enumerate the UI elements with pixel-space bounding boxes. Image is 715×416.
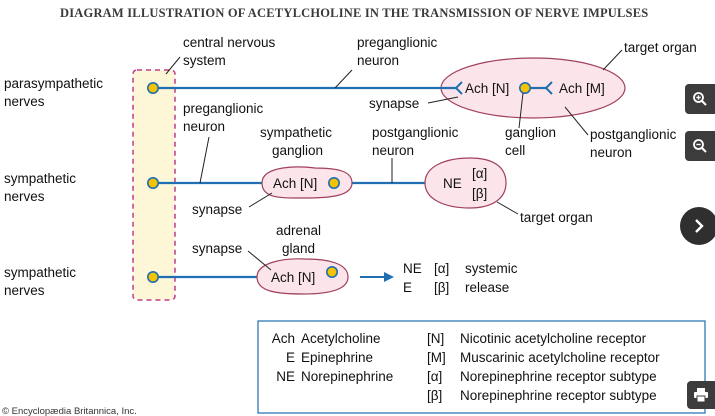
leader-pregang-mid (199, 136, 210, 184)
label-pregang-mid: preganglionic (183, 101, 264, 116)
diagram-title: DIAGRAM ILLUSTRATION OF ACETYLCHOLINE IN… (60, 6, 648, 20)
box-ne-target: NE (443, 176, 462, 191)
legend-term: Acetylcholine (301, 331, 381, 346)
legend-symbol: [M] (427, 350, 446, 365)
label-cns-2: system (183, 53, 226, 68)
next-button[interactable] (680, 207, 715, 245)
label-pregang-top-2: neuron (357, 53, 399, 68)
release-systemic: systemic (465, 261, 518, 276)
leader-synapse-bottom (247, 250, 272, 271)
copyright: © Encyclopædia Britannica, Inc. (2, 406, 137, 416)
leader-target-top (602, 49, 623, 71)
release-arrow (360, 272, 394, 282)
cns-node-symp1 (147, 177, 160, 190)
zoom-in-icon (693, 92, 707, 106)
label-postgang-right: postganglionic (590, 127, 677, 142)
legend: Ach Acetylcholine [N] Nicotinic acetylcholi… (272, 331, 660, 403)
label-synapse-top: synapse (369, 96, 419, 111)
leader-cns (165, 56, 181, 75)
label-sympathetic-2: sympathetic (4, 265, 76, 280)
legend-abbr: Ach (272, 331, 295, 346)
print-button[interactable] (687, 381, 715, 409)
leader-pregang-top (334, 69, 353, 89)
zoom-in-button[interactable] (685, 84, 715, 114)
box-alpha-target: [α] (472, 166, 487, 181)
box-beta-target: [β] (472, 186, 487, 201)
ganglion-node (327, 177, 340, 190)
cns-node-symp2 (147, 270, 160, 283)
legend-abbr: NE (276, 369, 295, 384)
leader-target-mid (496, 201, 519, 215)
label-synapse-bottom: synapse (192, 241, 242, 256)
release-ne: NE (403, 261, 422, 276)
box-ach-m-para: Ach [M] (559, 81, 605, 96)
release-e: E (403, 280, 412, 295)
legend-symbol: [α] (427, 369, 442, 384)
synapse-fork-para (454, 81, 463, 95)
label-target-organ-top: target organ (624, 40, 697, 55)
sympathetic-ganglion-blob (261, 166, 353, 199)
adrenal-gland-blob (256, 258, 349, 295)
label-pregang-top: preganglionic (357, 35, 438, 50)
legend-description: Norepinephrine receptor subtype (460, 388, 657, 403)
leader-synapse-top (427, 96, 459, 104)
legend-symbol: [N] (427, 331, 444, 346)
legend-box (257, 320, 706, 414)
target-organ-sympathetic (424, 157, 507, 209)
release-word: release (465, 280, 509, 295)
legend-description: Norepinephrine receptor subtype (460, 369, 657, 384)
label-parasympathetic: parasympathetic (4, 76, 103, 91)
label-ganglion-cell-2: cell (505, 143, 525, 158)
synapse-fork-para-m (544, 81, 553, 95)
zoom-out-button[interactable] (685, 131, 715, 161)
chevron-right-icon (695, 219, 704, 233)
adrenal-node (325, 265, 338, 278)
label-sympathetic-1b: nerves (4, 189, 45, 204)
label-cns: central nervous (183, 35, 276, 50)
legend-description: Muscarinic acetylcholine receptor (460, 350, 660, 365)
cns-node-para (147, 82, 160, 95)
box-ach-n-para: Ach [N] (465, 81, 509, 96)
label-sympathetic-2b: nerves (4, 283, 45, 298)
leader-synapse-mid (248, 192, 273, 208)
label-postgang-mid-2: neuron (372, 143, 414, 158)
zoom-out-icon (693, 139, 707, 153)
label-adrenal: adrenal (276, 223, 321, 238)
legend-term: Epinephrine (301, 350, 373, 365)
ganglion-cell-node (518, 82, 531, 95)
release-alpha: [α] (434, 261, 449, 276)
leader-postgang-right (564, 106, 589, 136)
label-symp-ganglion: sympathetic (260, 125, 332, 140)
box-ach-n-ganglion: Ach [N] (273, 176, 317, 191)
box-ach-n-adrenal: Ach [N] (271, 270, 315, 285)
label-synapse-mid: synapse (192, 202, 242, 217)
legend-term: Norepinephrine (301, 369, 393, 384)
legend-description: Nicotinic acetylcholine receptor (460, 331, 647, 346)
label-target-organ-mid: target organ (520, 210, 593, 225)
print-icon (694, 388, 708, 403)
label-ganglion-cell: ganglion (505, 125, 556, 140)
legend-symbol: [β] (427, 388, 442, 403)
label-sympathetic-1: sympathetic (4, 171, 76, 186)
label-postgang-mid: postganglionic (372, 125, 459, 140)
legend-abbr: E (286, 350, 295, 365)
label-postgang-right-2: neuron (590, 145, 632, 160)
leader-ganglion-cell (518, 92, 524, 129)
release-beta: [β] (434, 280, 449, 295)
label-parasympathetic-2: nerves (4, 94, 45, 109)
label-pregang-mid-2: neuron (183, 119, 225, 134)
label-symp-ganglion-2: ganglion (272, 143, 323, 158)
label-adrenal-2: gland (282, 241, 315, 256)
